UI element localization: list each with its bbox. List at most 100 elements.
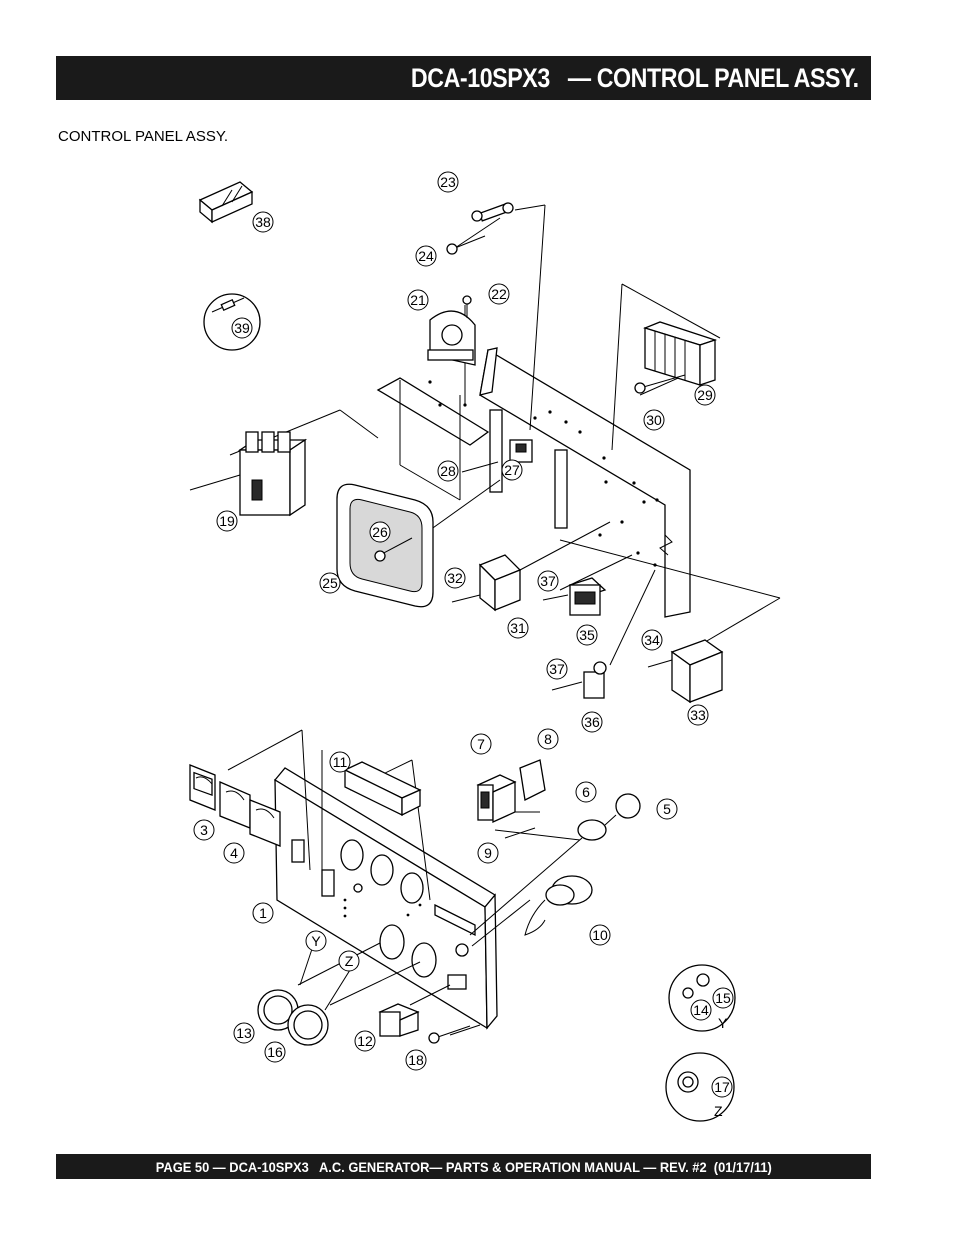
callout-7: 7 <box>470 733 492 755</box>
svg-text:8: 8 <box>544 731 552 747</box>
svg-text:17: 17 <box>714 1079 730 1095</box>
callout-12: 12 <box>354 1030 376 1052</box>
callout-36: 36 <box>581 711 603 733</box>
svg-text:11: 11 <box>333 754 348 770</box>
part-11-holder <box>343 761 422 817</box>
part-16-gauge <box>287 1004 329 1046</box>
callout-30: 30 <box>643 409 665 431</box>
callout-37b: 37 <box>546 658 568 680</box>
part-7-switch <box>476 774 517 824</box>
callout-11: 11 <box>329 751 351 773</box>
callout-5: 5 <box>656 798 678 820</box>
callout-23: 23 <box>437 171 459 193</box>
svg-text:25: 25 <box>322 575 338 591</box>
part-12-socket <box>378 1003 420 1037</box>
control-box-frame <box>376 347 691 618</box>
footer-bar: PAGE 50 — DCA-10SPX3 A.C. GENERATOR— PAR… <box>56 1154 871 1179</box>
svg-text:4: 4 <box>230 845 238 861</box>
callout-18: 18 <box>405 1049 427 1071</box>
callout-33: 33 <box>687 704 709 726</box>
callout-14: 14 <box>690 999 712 1021</box>
callout-24: 24 <box>415 245 437 267</box>
callout-29: 29 <box>694 384 716 406</box>
callout-39: 39 <box>231 317 253 339</box>
callout-z: Z <box>338 950 360 972</box>
part-6-knob <box>577 819 607 841</box>
part-34-screw <box>647 659 673 668</box>
detail-z-label: Z <box>714 1103 723 1119</box>
svg-text:21: 21 <box>410 292 426 308</box>
part-38-connector <box>198 181 254 224</box>
part-18-screw <box>428 1025 471 1044</box>
svg-text:Z: Z <box>345 953 354 969</box>
callout-27: 27 <box>501 459 523 481</box>
callout-3: 3 <box>193 819 215 841</box>
part-36-socket <box>583 661 607 699</box>
part-22-screw <box>462 295 472 318</box>
part-8-cover <box>519 759 546 801</box>
svg-text:18: 18 <box>408 1052 424 1068</box>
callout-y: Y <box>305 930 327 952</box>
svg-text:36: 36 <box>584 714 600 730</box>
part-33-module <box>670 639 724 704</box>
svg-text:10: 10 <box>592 927 608 943</box>
section-subtitle: CONTROL PANEL ASSY. <box>58 128 229 145</box>
svg-text:37: 37 <box>549 661 565 677</box>
svg-text:27: 27 <box>504 462 520 478</box>
callout-28: 28 <box>437 460 459 482</box>
svg-text:15: 15 <box>715 990 731 1006</box>
svg-text:39: 39 <box>234 320 250 336</box>
part-25-window-gasket <box>336 483 434 608</box>
part-23-clamp <box>471 202 514 222</box>
callout-9: 9 <box>477 842 499 864</box>
svg-text:23: 23 <box>440 174 456 190</box>
callout-32: 32 <box>444 567 466 589</box>
part-10-key-switch <box>524 875 593 936</box>
callout-22: 22 <box>488 283 510 305</box>
part-35-relay <box>568 577 607 616</box>
part-19-circuit-breaker <box>189 431 308 517</box>
svg-text:34: 34 <box>644 632 660 648</box>
callout-38: 38 <box>252 211 274 233</box>
part-24-screw <box>446 235 486 255</box>
detail-z <box>665 1052 735 1122</box>
callout-31: 31 <box>507 617 529 639</box>
svg-text:29: 29 <box>697 387 713 403</box>
svg-text:1: 1 <box>259 905 267 921</box>
svg-text:Y: Y <box>311 933 321 949</box>
svg-text:28: 28 <box>440 463 456 479</box>
callout-10: 10 <box>589 924 611 946</box>
detail-y-label: Y <box>718 1015 728 1031</box>
page-title: DCA-10SPX3 — CONTROL PANEL ASSY. <box>411 62 859 93</box>
part-9-screw <box>504 827 536 839</box>
footer-text: PAGE 50 — DCA-10SPX3 A.C. GENERATOR— PAR… <box>155 1158 772 1175</box>
svg-text:16: 16 <box>267 1044 283 1060</box>
svg-text:30: 30 <box>646 412 662 428</box>
svg-text:9: 9 <box>484 845 492 861</box>
svg-text:31: 31 <box>510 620 526 636</box>
callout-25: 25 <box>319 572 341 594</box>
svg-text:13: 13 <box>236 1025 252 1041</box>
svg-text:24: 24 <box>418 248 434 264</box>
part-28-screw <box>461 461 499 473</box>
part-30-screw <box>634 374 686 394</box>
callout-37a: 37 <box>537 570 559 592</box>
header-bar: DCA-10SPX3 — CONTROL PANEL ASSY. <box>56 56 871 100</box>
callout-1: 1 <box>252 902 274 924</box>
svg-text:26: 26 <box>372 524 388 540</box>
svg-text:7: 7 <box>477 736 485 752</box>
callout-16: 16 <box>264 1041 286 1063</box>
part-37a-screw <box>542 594 569 601</box>
svg-text:19: 19 <box>219 513 235 529</box>
callout-35: 35 <box>576 624 598 646</box>
svg-text:22: 22 <box>491 286 507 302</box>
callout-21: 21 <box>407 289 429 311</box>
svg-text:6: 6 <box>582 784 590 800</box>
callout-6: 6 <box>575 781 597 803</box>
svg-text:32: 32 <box>447 570 463 586</box>
svg-text:35: 35 <box>579 627 595 643</box>
part-31-avr <box>478 554 522 612</box>
callout-34: 34 <box>641 629 663 651</box>
callout-13: 13 <box>233 1022 255 1044</box>
